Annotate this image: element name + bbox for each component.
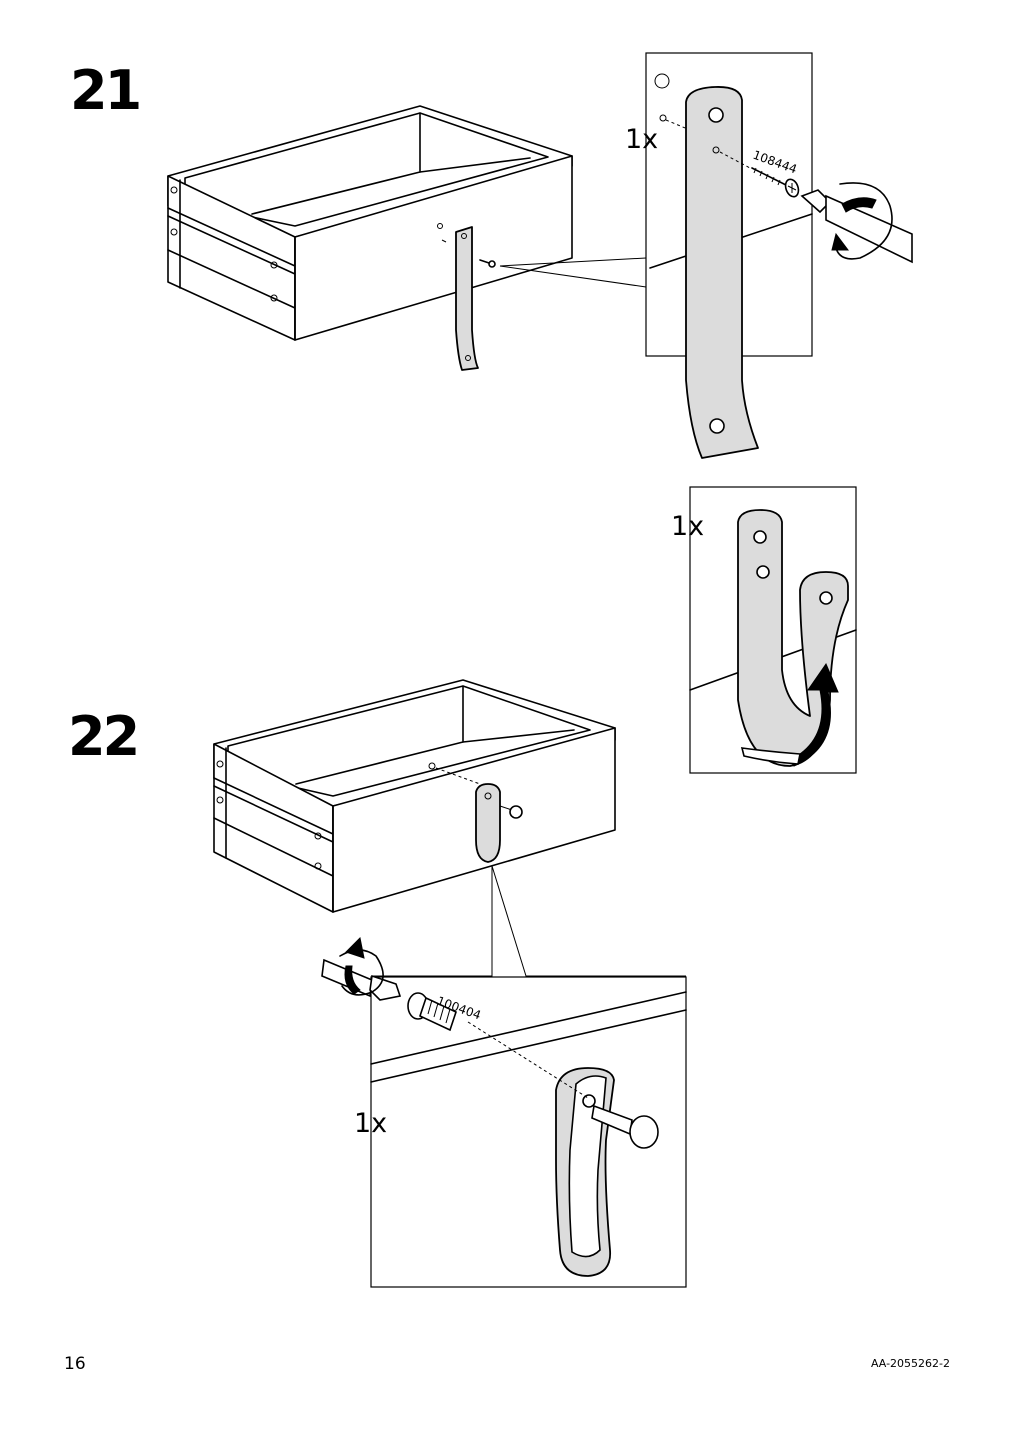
rotate-arrow-icon bbox=[831, 197, 877, 251]
step-number-22: 22 bbox=[68, 705, 140, 768]
drawer-illustration-step21 bbox=[167, 105, 647, 371]
quantity-label-fold: 1x bbox=[671, 511, 705, 542]
screw-icon bbox=[479, 259, 496, 268]
detail-frame-step21 bbox=[645, 52, 913, 459]
fold-arrow-icon bbox=[740, 662, 839, 767]
quantity-label-step21: 1x bbox=[625, 124, 659, 155]
screwdriver-icon bbox=[800, 182, 913, 264]
bolt-icon bbox=[499, 805, 523, 819]
screw-icon-detail bbox=[719, 151, 800, 198]
rotate-arrow-icon-step22 bbox=[344, 936, 365, 995]
page-number: 16 bbox=[64, 1354, 86, 1374]
bolt-icon-detail bbox=[407, 992, 457, 1032]
bolt-detail-frame bbox=[321, 936, 687, 1288]
fold-detail-frame bbox=[689, 486, 857, 774]
quantity-label-bolt: 1x bbox=[354, 1108, 388, 1139]
step-number-21: 21 bbox=[70, 59, 142, 122]
drawer-illustration-step22 bbox=[213, 679, 686, 977]
document-id: AA-2055262-2 bbox=[870, 1357, 950, 1370]
